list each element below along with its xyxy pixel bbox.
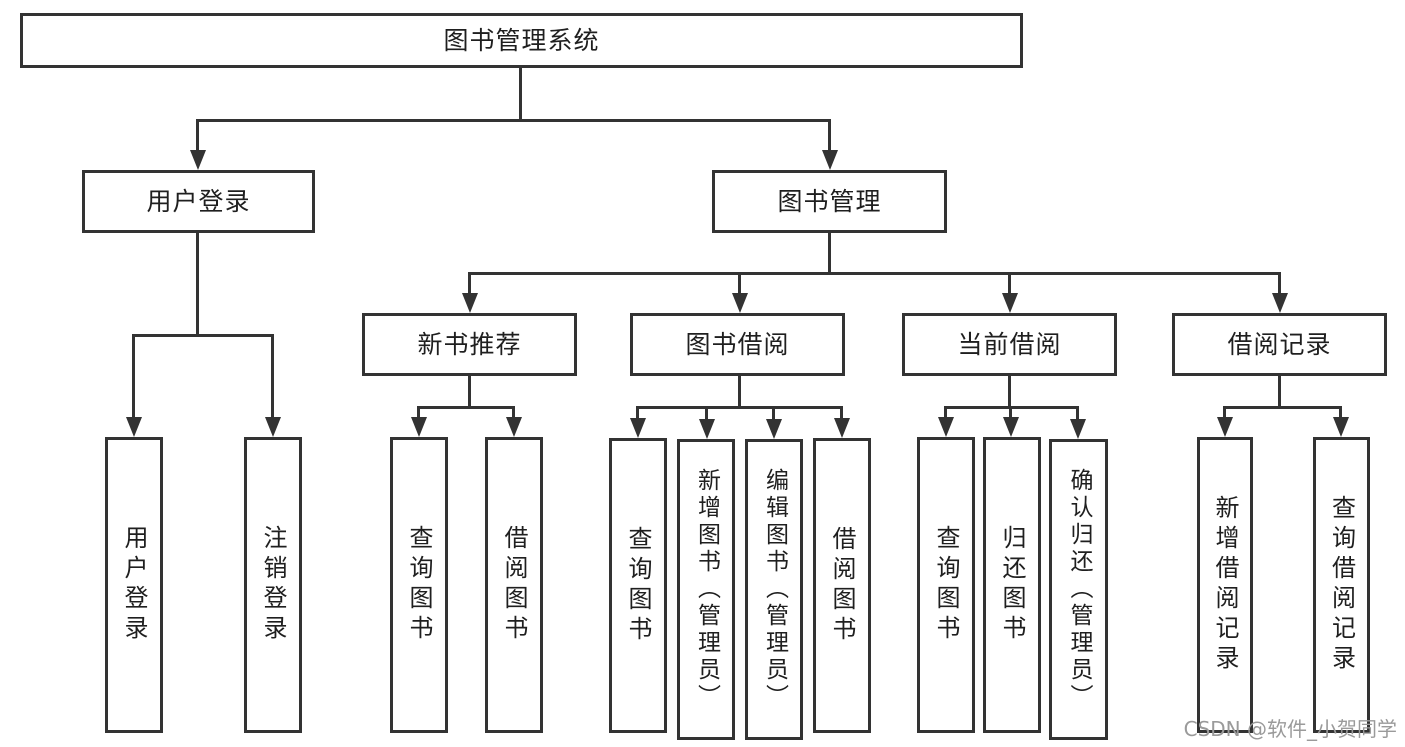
connector-cb-drop3 [1076, 406, 1079, 421]
arrowhead-book-management [822, 150, 838, 170]
arrowhead-bb-leaf3 [766, 419, 782, 439]
connector-nb-drop1 [417, 406, 420, 419]
connector-nb-stem [468, 374, 471, 409]
connector-nb-bar [417, 406, 515, 409]
arrowhead-nb-leaf2 [506, 417, 522, 437]
connector-cb-stem [1008, 374, 1011, 409]
connector-drop-newbook [468, 272, 471, 295]
connector-ul-stem [196, 231, 199, 337]
node-current-borrow: 当前借阅 [902, 313, 1117, 376]
leaf-query-borrow-record: 查询借阅记录 [1313, 437, 1370, 733]
arrowhead-br-leaf1 [1217, 417, 1233, 437]
connector-ul-bar [132, 334, 274, 337]
connector-nb-drop2 [512, 406, 515, 419]
arrowhead-currentborrow [1002, 293, 1018, 313]
leaf-borrow-book-1: 借阅图书 [485, 437, 543, 733]
connector-cb-drop2 [1009, 406, 1012, 419]
leaf-return-book: 归还图书 [983, 437, 1041, 733]
connector-drop-user-login [196, 119, 199, 152]
connector-bm-stem [828, 231, 831, 275]
node-root-system: 图书管理系统 [20, 13, 1023, 68]
leaf-query-book-2: 查询图书 [609, 438, 667, 733]
csdn-watermark: CSDN @软件_小贺同学 [1183, 717, 1397, 741]
node-book-borrow: 图书借阅 [630, 313, 845, 376]
arrowhead-br-leaf2 [1333, 417, 1349, 437]
arrowhead-nb-leaf1 [411, 417, 427, 437]
connector-ul-drop2 [271, 334, 274, 419]
node-user-login: 用户登录 [82, 170, 315, 233]
arrowhead-bookborrow [732, 293, 748, 313]
connector-drop-bookborrow [738, 272, 741, 295]
arrowhead-bb-leaf1 [630, 418, 646, 438]
connector-drop-book-management [828, 119, 831, 152]
arrowhead-borrowrecord [1272, 293, 1288, 313]
leaf-confirm-return-admin: 确认归还（管理员） [1049, 439, 1108, 740]
arrowhead-cb-leaf3 [1070, 419, 1086, 439]
leaf-logout: 注销登录 [244, 437, 302, 733]
connector-cb-drop1 [944, 406, 947, 419]
arrowhead-ul-leaf1 [126, 417, 142, 437]
node-borrow-record: 借阅记录 [1172, 313, 1387, 376]
leaf-query-book-3: 查询图书 [917, 437, 975, 733]
arrowhead-newbook [462, 293, 478, 313]
leaf-add-book-admin: 新增图书（管理员） [677, 439, 735, 740]
connector-bm-bar [468, 272, 1281, 275]
leaf-user-login: 用户登录 [105, 437, 163, 733]
connector-br-stem [1278, 374, 1281, 409]
node-new-book-recommend: 新书推荐 [362, 313, 577, 376]
leaf-add-borrow-record: 新增借阅记录 [1197, 437, 1253, 733]
connector-root-stem [519, 66, 522, 122]
connector-bb-stem [738, 374, 741, 409]
connector-bb-drop2 [705, 406, 708, 421]
arrowhead-user-login [190, 150, 206, 170]
arrowhead-bb-leaf4 [834, 418, 850, 438]
leaf-borrow-book-2: 借阅图书 [813, 438, 871, 733]
arrowhead-cb-leaf1 [938, 417, 954, 437]
connector-bb-bar [636, 406, 843, 409]
arrowhead-ul-leaf2 [265, 417, 281, 437]
connector-br-drop1 [1223, 406, 1226, 419]
connector-br-bar [1223, 406, 1342, 409]
arrowhead-cb-leaf2 [1003, 417, 1019, 437]
leaf-query-book-1: 查询图书 [390, 437, 448, 733]
connector-ul-drop1 [132, 334, 135, 419]
node-book-management: 图书管理 [712, 170, 947, 233]
connector-bb-drop1 [636, 406, 639, 420]
arrowhead-bb-leaf2 [699, 419, 715, 439]
connector-drop-borrowrecord [1278, 272, 1281, 295]
connector-root-bar [196, 119, 831, 122]
connector-br-drop2 [1339, 406, 1342, 419]
connector-drop-currentborrow [1008, 272, 1011, 295]
connector-bb-drop4 [840, 406, 843, 420]
connector-bb-drop3 [772, 406, 775, 421]
leaf-edit-book-admin: 编辑图书（管理员） [745, 439, 803, 740]
